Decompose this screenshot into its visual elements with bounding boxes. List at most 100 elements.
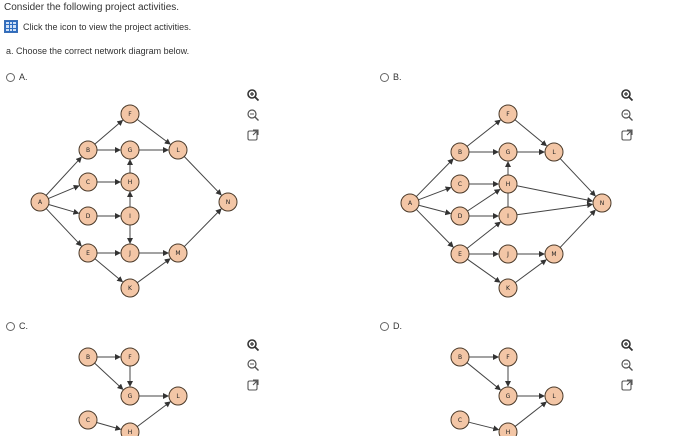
svg-text:N: N (600, 200, 605, 207)
node-e: E (450, 244, 470, 264)
edge-a-b (415, 158, 454, 197)
activities-link-label: Click the icon to view the project activ… (23, 21, 192, 32)
option-c-radio[interactable] (6, 321, 15, 331)
option-a[interactable]: A. (6, 72, 28, 82)
node-c: C (78, 410, 98, 430)
edge-e-i (466, 221, 501, 249)
svg-text:A: A (408, 200, 413, 207)
zoom-in-icon[interactable] (246, 88, 260, 102)
option-d[interactable]: D. (380, 321, 402, 331)
svg-text:H: H (506, 429, 511, 436)
svg-text:K: K (128, 285, 133, 292)
option-b-tools (620, 88, 634, 142)
option-b-radio[interactable] (380, 72, 389, 82)
edge-l-n (183, 156, 222, 196)
edge-f-l (514, 119, 548, 147)
node-a: A (400, 193, 420, 213)
node-f: F (498, 347, 518, 367)
svg-text:B: B (86, 147, 90, 154)
svg-text:C: C (86, 179, 90, 186)
zoom-in-icon[interactable] (620, 88, 634, 102)
node-f: F (120, 104, 140, 124)
edge-h-l (136, 401, 171, 428)
edge-h-l (514, 401, 547, 427)
option-d-radio[interactable] (380, 321, 389, 331)
node-l: L (544, 386, 564, 406)
option-a-tools (246, 88, 260, 142)
activities-link-row[interactable]: Click the icon to view the project activ… (4, 20, 191, 33)
node-b: B (450, 142, 470, 162)
option-c-tools (246, 338, 260, 392)
edge-k-m (136, 258, 171, 284)
part-a-prompt: a. Choose the correct network diagram be… (6, 46, 190, 56)
node-i: I (498, 206, 518, 226)
option-b[interactable]: B. (380, 72, 402, 82)
svg-text:E: E (86, 250, 90, 257)
svg-text:M: M (551, 251, 556, 258)
node-g: G (498, 142, 518, 162)
zoom-in-icon[interactable] (246, 338, 260, 352)
edge-k-m (514, 259, 547, 284)
node-l: L (544, 142, 564, 162)
open-external-icon[interactable] (246, 128, 260, 142)
edge-h-n (516, 185, 594, 203)
svg-text:J: J (128, 250, 131, 257)
svg-text:G: G (128, 147, 133, 154)
node-i: I (120, 206, 140, 226)
svg-text:L: L (176, 147, 180, 154)
edge-a-b (45, 156, 82, 196)
node-c: C (450, 410, 470, 430)
node-j: J (498, 244, 518, 264)
svg-text:B: B (458, 149, 462, 156)
svg-text:H: H (128, 179, 133, 186)
svg-text:L: L (176, 393, 180, 400)
svg-text:N: N (226, 199, 231, 206)
svg-text:K: K (506, 285, 511, 292)
node-h: H (498, 422, 518, 436)
option-a-radio[interactable] (6, 72, 15, 82)
node-c: C (78, 172, 98, 192)
edge-b-g (466, 362, 502, 391)
svg-text:C: C (458, 181, 462, 188)
node-n: N (592, 193, 612, 213)
open-external-icon[interactable] (620, 128, 634, 142)
edge-c-h (96, 421, 122, 431)
node-a: A (30, 192, 50, 212)
open-external-icon[interactable] (246, 378, 260, 392)
svg-text:G: G (506, 393, 511, 400)
edge-a-c (48, 185, 80, 200)
edge-e-k (467, 258, 501, 283)
svg-text:B: B (86, 354, 90, 361)
node-b: B (78, 347, 98, 367)
option-c-label: C. (19, 321, 28, 331)
node-g: G (120, 386, 140, 406)
zoom-out-icon[interactable] (246, 358, 260, 372)
node-f: F (498, 104, 518, 124)
svg-text:G: G (506, 149, 511, 156)
svg-text:C: C (86, 417, 90, 424)
node-m: M (544, 244, 564, 264)
svg-text:G: G (128, 393, 133, 400)
svg-text:E: E (458, 251, 462, 258)
table-icon[interactable] (4, 20, 18, 33)
edge-l-n (559, 158, 596, 197)
zoom-in-icon[interactable] (620, 338, 634, 352)
zoom-out-icon[interactable] (620, 358, 634, 372)
edge-f-l (136, 119, 171, 145)
node-b: B (78, 140, 98, 160)
option-c[interactable]: C. (6, 321, 28, 331)
node-h: H (120, 172, 140, 192)
option-a-label: A. (19, 72, 28, 82)
svg-text:F: F (128, 111, 132, 118)
zoom-out-icon[interactable] (620, 108, 634, 122)
svg-text:F: F (128, 354, 132, 361)
node-k: K (498, 278, 518, 298)
node-k: K (120, 278, 140, 298)
open-external-icon[interactable] (620, 378, 634, 392)
zoom-out-icon[interactable] (246, 108, 260, 122)
node-d: D (78, 206, 98, 226)
node-d: D (450, 206, 470, 226)
edge-b-f (94, 119, 124, 145)
